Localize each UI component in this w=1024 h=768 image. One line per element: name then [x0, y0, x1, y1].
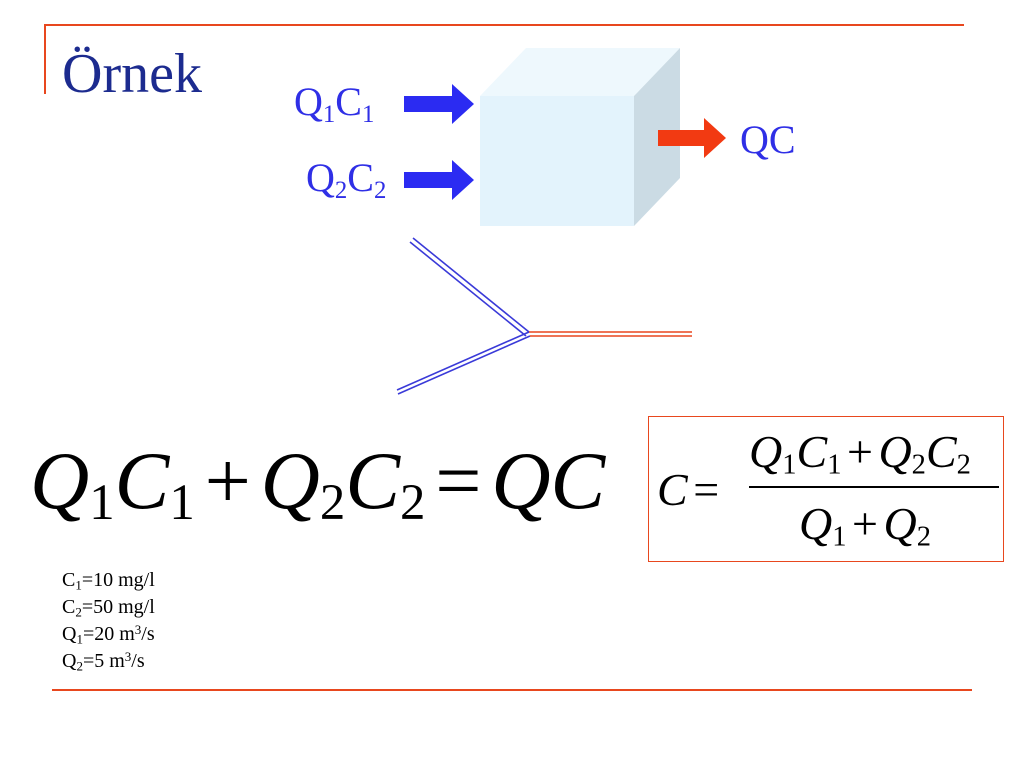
mass-balance-equation: Q1C1+Q2C2=QC: [30, 435, 606, 531]
outflow-label: QC: [740, 117, 796, 162]
formula-numerator: Q1C1+Q2C2: [749, 426, 971, 481]
right-arrow-icon: [658, 118, 726, 158]
right-arrow-icon: [404, 84, 474, 124]
param-c2: C2=50 mg/l: [62, 596, 155, 620]
given-parameters: C1=10 mg/l C2=50 mg/l Q1=20 m3/s Q2=5 m3…: [62, 567, 155, 675]
inflow-2-label: Q2C2: [306, 155, 387, 204]
bottom-rule: [52, 689, 972, 691]
param-q1: Q1=20 m3/s: [62, 622, 155, 647]
mixing-box-top: [480, 48, 680, 96]
param-c1: C1=10 mg/l: [62, 569, 155, 593]
fraction-bar: [749, 486, 999, 488]
mixing-diagram: [396, 48, 726, 395]
slide-title: Örnek: [62, 43, 202, 105]
top-rule: [44, 24, 964, 26]
formula-lhs: C=: [657, 464, 720, 515]
mixing-box-front: [480, 96, 634, 226]
inflow-1-label: Q1C1: [294, 79, 375, 128]
formula-denominator: Q1+Q2: [799, 498, 931, 553]
stream-junction: [396, 237, 692, 395]
concentration-formula-box: C= Q1C1+Q2C2 Q1+Q2: [648, 416, 1004, 562]
right-arrow-icon: [404, 160, 474, 200]
left-accent-rule: [44, 24, 46, 94]
mixing-box-side: [634, 48, 680, 226]
param-q2: Q2=5 m3/s: [62, 649, 145, 674]
